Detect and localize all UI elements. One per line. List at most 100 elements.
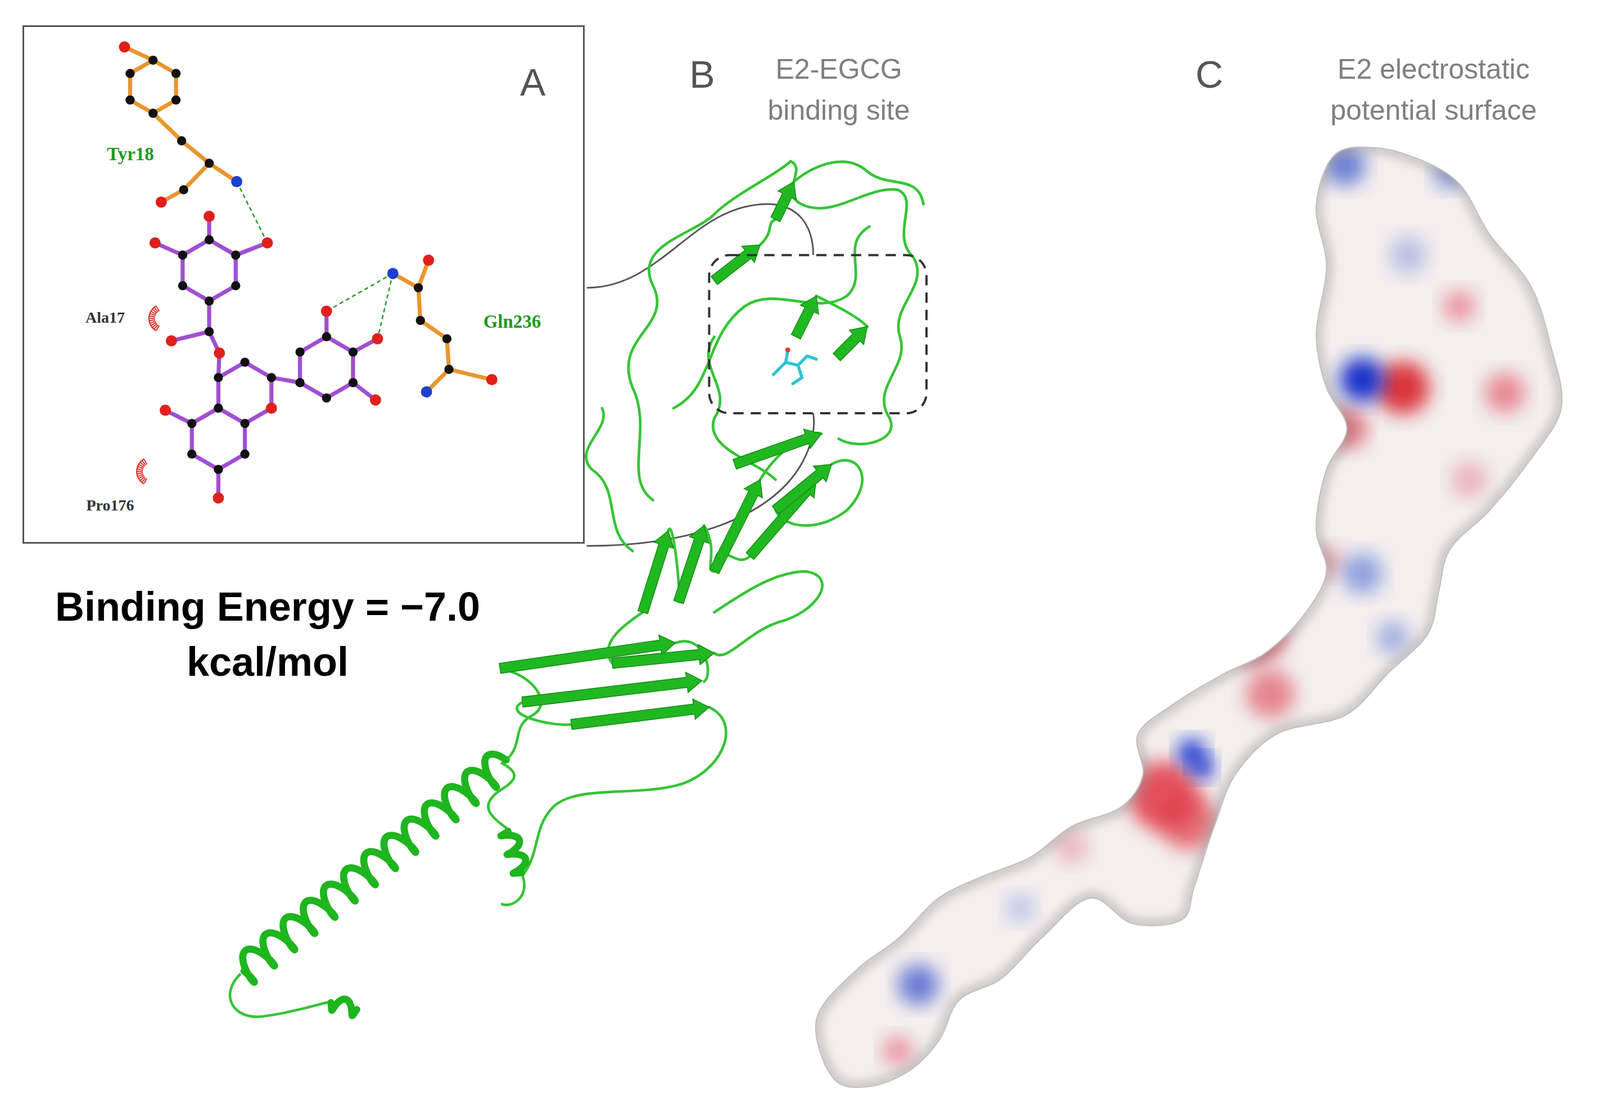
alpha-helix: [331, 999, 357, 1016]
charge-patch: [882, 1035, 914, 1066]
contact-spoke: [137, 473, 144, 477]
charge-patch: [1451, 460, 1488, 498]
hydrogen-bond: [326, 273, 393, 311]
atom: [178, 250, 188, 260]
atom: [421, 386, 433, 398]
atom: [212, 492, 224, 504]
atom: [267, 372, 277, 382]
chemical-bond: [326, 382, 354, 399]
charge-patch: [1341, 553, 1383, 595]
atom: [204, 234, 214, 244]
atom: [387, 267, 399, 279]
contact-spoke: [143, 459, 147, 465]
atom: [148, 55, 158, 65]
charge-patch: [1389, 236, 1427, 274]
beta-strand: [711, 245, 761, 286]
atom: [204, 296, 214, 306]
atom: [149, 237, 161, 249]
panel-letter: C: [1195, 51, 1223, 98]
chemical-bond: [191, 408, 219, 424]
hydrophobic-contact: [148, 305, 160, 331]
contact-spoke: [148, 319, 156, 322]
charge-patch: [1006, 893, 1035, 923]
atom: [179, 184, 189, 194]
chemical-bond: [182, 285, 210, 301]
atom: [213, 347, 225, 359]
beta-strand: [521, 672, 703, 708]
atom: [444, 364, 454, 374]
contact-arc: [136, 459, 144, 485]
chemical-bond: [183, 163, 210, 190]
chemical-bond: [218, 408, 245, 424]
atom: [178, 281, 188, 291]
atom: [171, 95, 181, 105]
contact-spoke: [148, 317, 156, 319]
beta-strands: [499, 181, 868, 730]
charge-patch: [1376, 361, 1430, 415]
chemical-bond: [420, 320, 447, 340]
atom: [369, 394, 382, 406]
atom: [204, 158, 214, 168]
atom: [372, 333, 384, 345]
atom: [321, 305, 333, 318]
chemical-bond: [300, 336, 327, 352]
ligand-sticks: [773, 347, 817, 384]
contact-spoke: [137, 472, 144, 474]
beta-strand: [733, 428, 822, 469]
atom: [155, 196, 167, 208]
ligplot-molecule: [118, 41, 497, 504]
chemical-bond: [326, 336, 354, 352]
residue-label: Gln236: [483, 310, 542, 334]
atom: [240, 357, 250, 367]
atom: [295, 347, 305, 357]
surface-outline: [815, 146, 1562, 1088]
binding-site-box: [708, 255, 927, 414]
charge-patch: [1442, 289, 1476, 323]
beta-strand: [709, 479, 763, 574]
contact-arc: [148, 305, 157, 331]
atom: [413, 283, 423, 293]
beta-strand: [833, 326, 868, 361]
alpha-helix: [500, 831, 526, 874]
panel-letter: B: [689, 51, 715, 98]
energy-label: Binding Energy = −7.0 kcal/mol: [48, 579, 487, 690]
atom: [165, 335, 178, 347]
contact-spoke: [137, 468, 144, 470]
surface-shade: [815, 146, 1562, 1088]
atom: [231, 281, 241, 291]
surface-charges: [815, 145, 1562, 1088]
chemical-bond: [218, 454, 245, 470]
atom: [177, 136, 187, 146]
contact-spoke: [156, 305, 160, 311]
contact-spoke: [150, 321, 156, 324]
chemical-bond: [209, 285, 236, 301]
atom: [265, 402, 278, 414]
atom: [204, 327, 214, 337]
alpha-helices: [242, 753, 526, 1016]
beta-strand: [770, 181, 797, 222]
contact-spoke: [136, 470, 143, 472]
atom: [442, 333, 452, 343]
beta-strand: [772, 464, 833, 515]
atom: [203, 210, 215, 223]
atom: [213, 403, 223, 413]
atom: [486, 373, 498, 386]
atom: [171, 69, 181, 79]
chemical-bond: [245, 362, 272, 378]
atom: [231, 250, 241, 260]
atom: [125, 69, 135, 79]
atom: [231, 175, 243, 188]
panel-letter: A: [520, 62, 546, 102]
panel-heading: E2-EGCG binding site: [740, 48, 938, 131]
atom: [348, 377, 358, 387]
hydrogen-bond: [236, 181, 268, 243]
residue-label: Pro176: [86, 495, 134, 515]
chemical-bond: [182, 240, 210, 256]
atom: [322, 332, 332, 342]
atom: [118, 41, 130, 53]
chemical-bond: [181, 140, 210, 164]
inset-panel: A: [22, 25, 585, 544]
alpha-helix: [242, 753, 507, 983]
